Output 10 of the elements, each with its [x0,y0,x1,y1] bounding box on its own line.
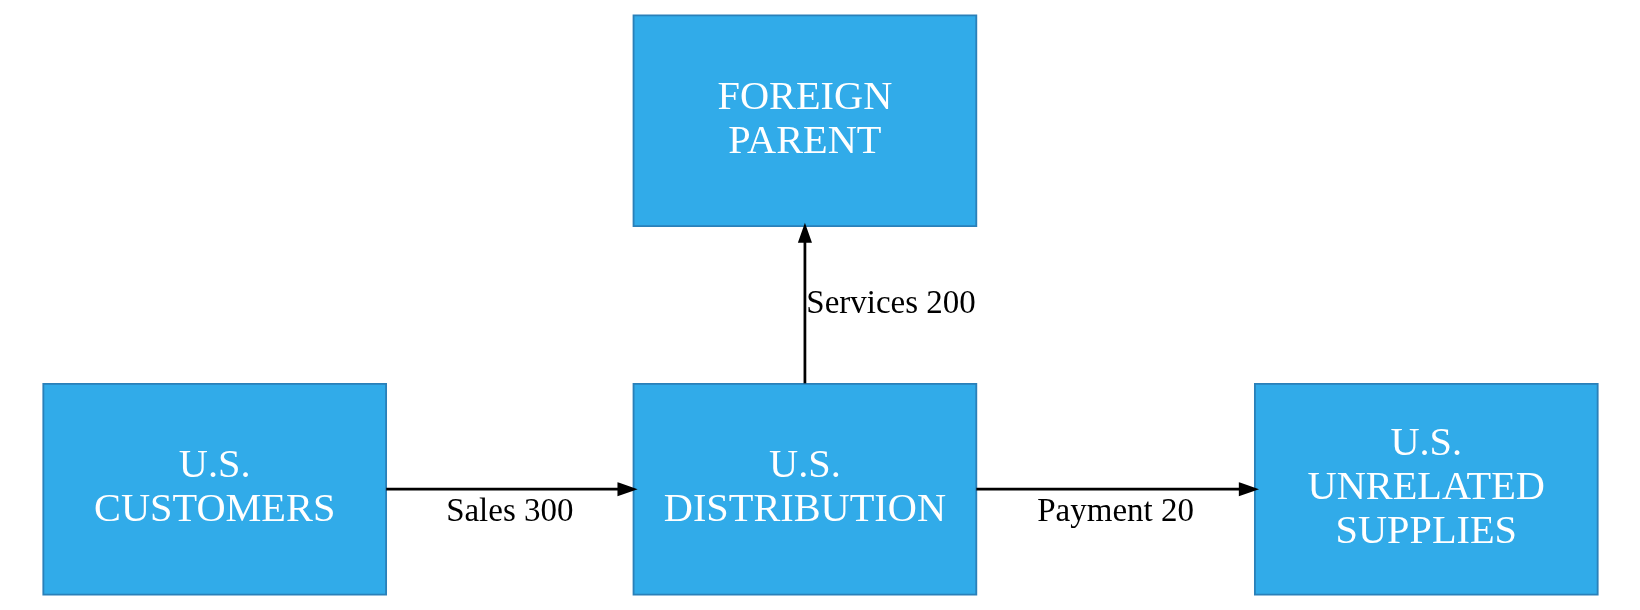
edge-label: Sales 300 [445,492,573,529]
node-box: U.S. UNRELATED SUPPLIES [1253,382,1599,596]
edge-label: Services 200 [805,284,976,321]
node-box: U.S. CUSTOMERS [41,382,387,596]
arrow [385,482,638,497]
arrow [797,222,812,384]
edge-label: Payment 20 [1036,492,1194,529]
arrow [975,482,1259,497]
node-box: U.S. DISTRIBUTION [632,382,977,596]
node-box: FOREIGN PARENT [632,14,977,228]
